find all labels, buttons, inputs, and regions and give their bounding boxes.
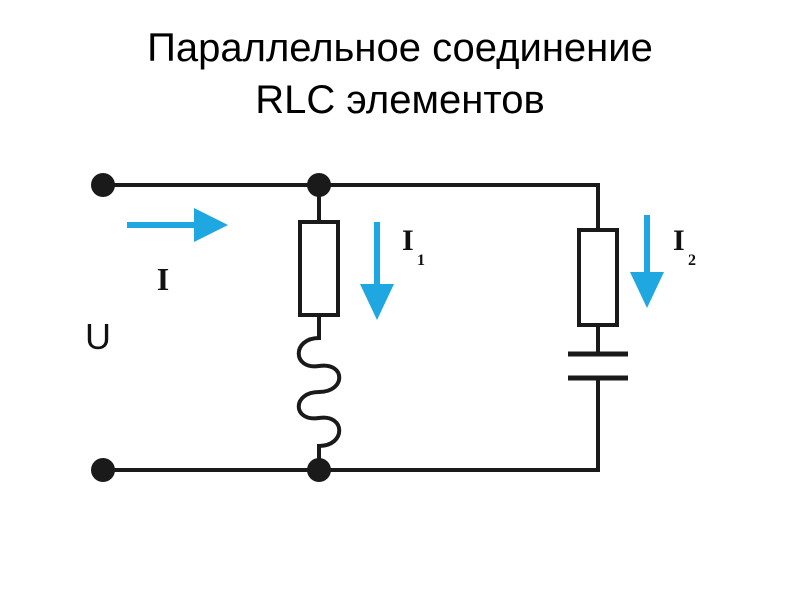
total-current-label: I	[157, 261, 169, 297]
resistor-2	[577, 228, 619, 327]
resistor-1	[298, 220, 340, 317]
branch2-current-subscript: 2	[688, 252, 696, 269]
branch1-current-subscript: 1	[417, 252, 425, 269]
branch2-current-label: I	[673, 224, 685, 257]
input-terminal-top	[91, 173, 115, 197]
wires	[101, 183, 600, 472]
slide-title: Параллельное соединение RLC элементов	[0, 22, 800, 126]
branch1-current-label: I	[402, 224, 414, 257]
branch1-current-arrow	[360, 222, 394, 320]
junction-top	[307, 173, 331, 197]
title-line-2: RLC элементов	[255, 78, 545, 122]
inductor-coil	[296, 336, 342, 448]
junction-bottom	[307, 458, 331, 482]
voltage-label: U	[85, 316, 111, 357]
total-current-arrow	[127, 208, 228, 242]
title-line-1: Параллельное соединение	[147, 26, 653, 70]
branch2-current-arrow	[630, 215, 664, 308]
input-terminal-bottom	[91, 458, 115, 482]
